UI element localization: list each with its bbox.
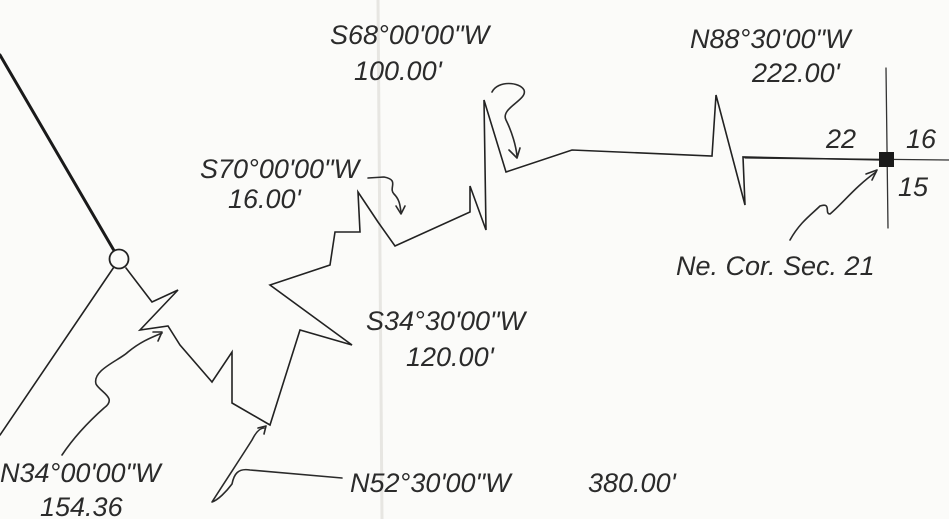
- leader-n52: [211, 425, 343, 503]
- section-22-label: 22: [825, 124, 856, 154]
- n88-bearing-label: N88°30'00"W: [690, 24, 853, 54]
- pipe-monument-circle: [108, 248, 130, 270]
- s68-distance-label: 100.00': [354, 56, 443, 86]
- s34-bearing-label: S34°30'00"W: [366, 306, 528, 336]
- s70-distance-label: 16.00': [228, 184, 302, 214]
- corner-label: Ne. Cor. Sec. 21: [676, 251, 875, 281]
- n34-bearing-label: N34°00'00"W: [0, 458, 163, 488]
- n88-distance-label: 222.00': [751, 58, 841, 88]
- boundary-traverse-line: [125, 94, 885, 427]
- n34-distance-label: 154.36: [40, 492, 124, 519]
- paper-crease: [376, 0, 384, 519]
- s68-bearing-label: S68°00'00"W: [330, 20, 492, 50]
- section-corner-marker: [879, 152, 894, 167]
- leader-s70: [367, 176, 406, 215]
- n52-distance-label: 380.00': [588, 468, 677, 498]
- leader-s68: [491, 82, 525, 159]
- section-line-vertical: [885, 67, 889, 229]
- s34-distance-label: 120.00': [406, 342, 495, 372]
- s70-bearing-label: S70°00'00"W: [200, 154, 362, 184]
- road-line-southwest: [0, 263, 117, 436]
- section-16-label: 16: [906, 124, 937, 154]
- leader-corner: [789, 169, 878, 241]
- leader-n34: [61, 331, 163, 456]
- section-15-label: 15: [898, 172, 929, 202]
- n52-bearing-label: N52°30'00"W: [350, 468, 513, 498]
- road-right-of-way-line: [0, 53, 118, 256]
